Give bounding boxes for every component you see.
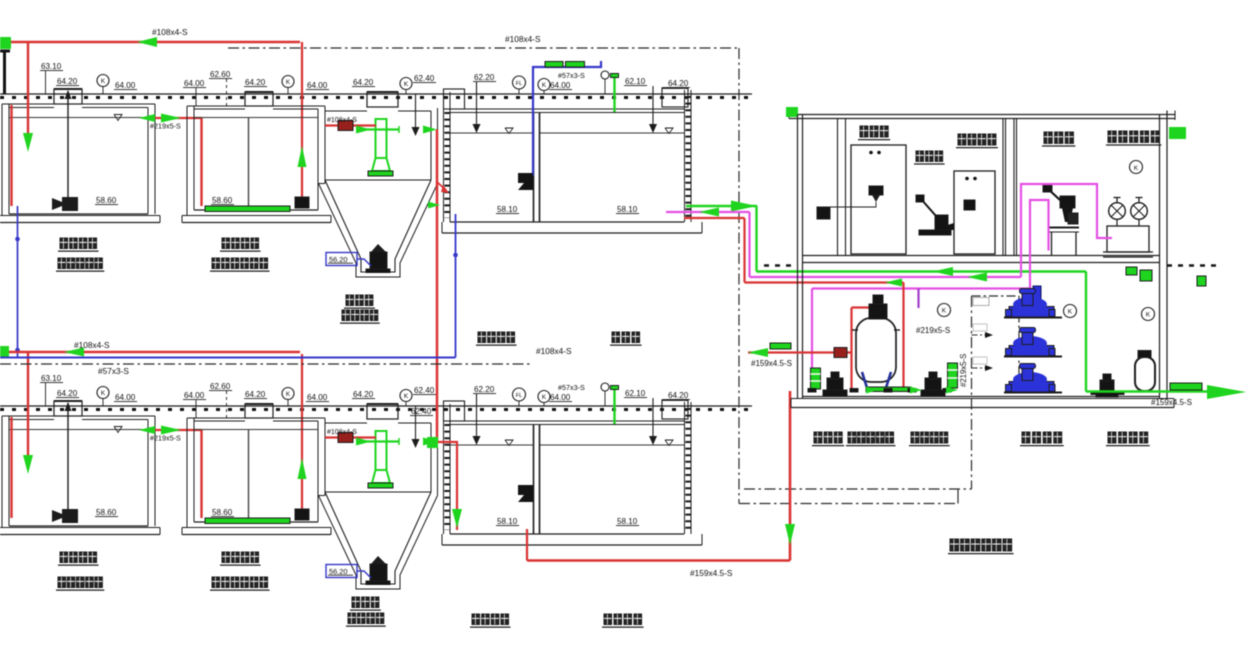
svg-text:62.40: 62.40 <box>411 407 432 416</box>
svg-text:K: K <box>1068 309 1073 316</box>
svg-text:#57x3-S: #57x3-S <box>98 366 129 376</box>
svg-text:#108x4-S: #108x4-S <box>505 34 541 44</box>
svg-text:#159x4.5-S: #159x4.5-S <box>690 568 733 578</box>
svg-text:K: K <box>1146 312 1151 319</box>
svg-text:#159x4.5-S: #159x4.5-S <box>1151 398 1192 407</box>
svg-text:#219x5-S: #219x5-S <box>916 326 950 335</box>
svg-text:#108x4-S: #108x4-S <box>74 340 110 350</box>
svg-text:K: K <box>942 308 947 315</box>
svg-text:#219x5-S: #219x5-S <box>959 354 968 387</box>
svg-text:#159x4.5-S: #159x4.5-S <box>751 359 792 368</box>
svg-text:#108x4-S: #108x4-S <box>152 27 188 37</box>
svg-text:#108x4-S: #108x4-S <box>536 346 572 356</box>
svg-text:K: K <box>1134 165 1139 172</box>
